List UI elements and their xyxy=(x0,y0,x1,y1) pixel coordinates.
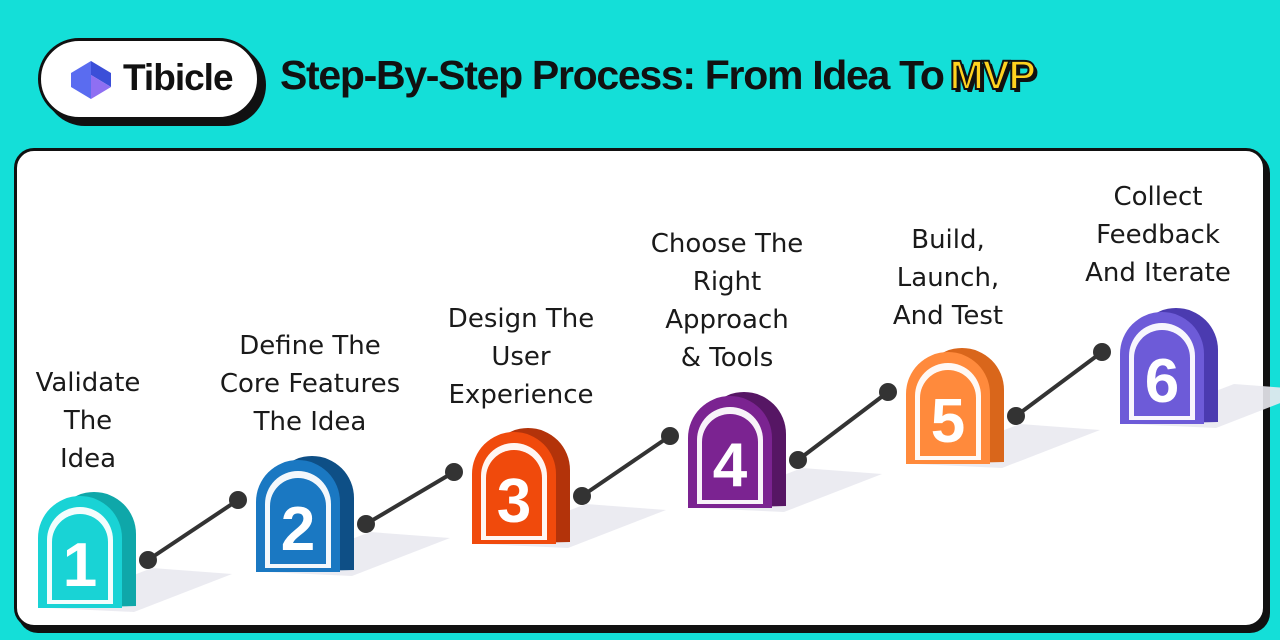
step-number: 1 xyxy=(63,531,97,600)
step-label-6: Collect Feedback And Iterate xyxy=(1085,182,1231,288)
connector-2 xyxy=(357,463,463,533)
step-2: 2 xyxy=(256,456,450,576)
step-number: 2 xyxy=(281,495,315,564)
step-label-1: Validate The Idea xyxy=(35,368,141,474)
step-number: 6 xyxy=(1145,347,1179,416)
step-label-3: Design The User Experience xyxy=(447,304,595,410)
connector-3 xyxy=(573,427,679,505)
step-label-5: Build, Launch, And Test xyxy=(892,225,1004,331)
step-face xyxy=(52,514,108,600)
step-face xyxy=(702,414,758,500)
step-6: 6 xyxy=(1120,308,1280,428)
step-face xyxy=(920,370,976,456)
connectors xyxy=(139,343,1111,569)
step-face xyxy=(486,450,542,536)
title-highlight: MVP xyxy=(949,51,1037,99)
brand-name: Tibicle xyxy=(123,57,234,98)
tibicle-logo-icon xyxy=(71,61,111,99)
connector-4 xyxy=(789,383,897,469)
process-card xyxy=(14,148,1266,628)
step-face xyxy=(1134,330,1190,416)
step-number: 4 xyxy=(713,431,748,500)
step-number: 3 xyxy=(497,467,531,536)
title-main: Step-By-Step Process: From Idea To xyxy=(280,52,945,98)
step-label-4: Choose The Right Approach & Tools xyxy=(650,229,804,373)
brand-logo: Tibicle xyxy=(38,38,260,120)
connector-1 xyxy=(139,491,247,569)
step-face xyxy=(270,478,326,564)
step-5: 5 xyxy=(906,348,1100,468)
step-1: 1 xyxy=(38,492,232,612)
step-number: 5 xyxy=(931,387,965,456)
step-4: 4 xyxy=(688,392,882,512)
connector-5 xyxy=(1007,343,1111,425)
step-3: 3 xyxy=(472,428,666,548)
step-label-2: Define The Core Features The Idea xyxy=(219,331,401,437)
